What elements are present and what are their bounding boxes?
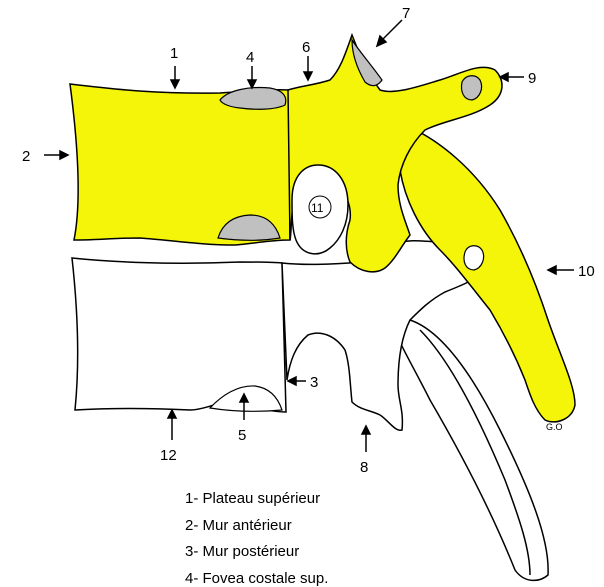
legend-item-3: 3- Mur postérieur xyxy=(185,543,299,560)
callout-9: 9 xyxy=(528,70,536,87)
lower-transverse-costal-facet xyxy=(464,246,484,270)
callout-5: 5 xyxy=(238,427,246,444)
legend: 1- Plateau supérieur 2- Mur antérieur 3-… xyxy=(185,490,328,587)
callout-10: 10 xyxy=(578,263,595,280)
legend-item-4: 4- Fovea costale sup. xyxy=(185,570,328,587)
fovea-costale-sup xyxy=(220,88,286,110)
callout-1: 1 xyxy=(170,45,178,62)
callout-8: 8 xyxy=(360,459,368,476)
callout-11: 11 xyxy=(311,201,324,215)
callout-3: 3 xyxy=(310,374,318,391)
legend-item-1: 1- Plateau supérieur xyxy=(185,490,320,507)
callout-12: 12 xyxy=(160,447,177,464)
callout-4: 4 xyxy=(246,49,254,66)
callout-7: 7 xyxy=(402,5,410,22)
callout-2: 2 xyxy=(22,148,30,165)
author-signature: G.O xyxy=(546,422,563,432)
legend-item-2: 2- Mur antérieur xyxy=(185,517,292,534)
callout-6: 6 xyxy=(302,39,310,56)
transverse-costal-facet xyxy=(461,76,481,100)
